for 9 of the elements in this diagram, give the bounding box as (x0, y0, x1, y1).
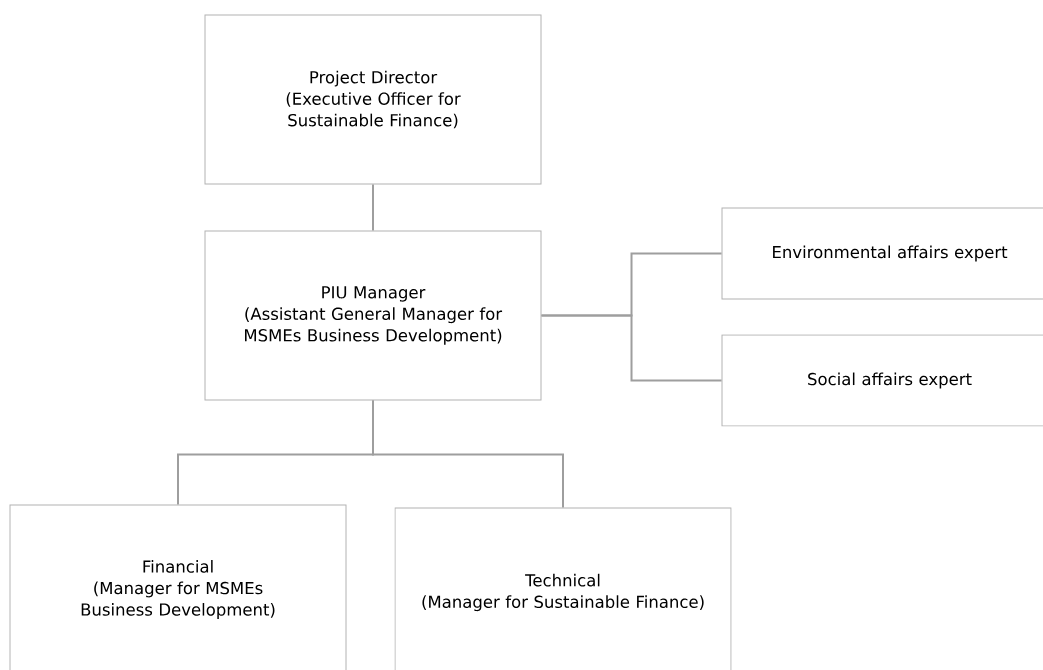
org-box: Project Director (Executive Officer for Sustainable Finance) (204, 14, 542, 185)
connector-line (372, 183, 374, 232)
org-box: Environmental affairs expert (721, 207, 1043, 300)
org-box: Technical (Manager for Sustainable Finance) (394, 507, 732, 670)
connector-line (540, 314, 723, 382)
org-box: PIU Manager (Assistant General Manager for MSMEs Business Development) (204, 230, 542, 401)
connector-line (372, 399, 564, 509)
org-box: Social affairs expert (721, 334, 1043, 427)
org-box: Financial (Manager for MSMEs Business Development) (9, 504, 347, 670)
